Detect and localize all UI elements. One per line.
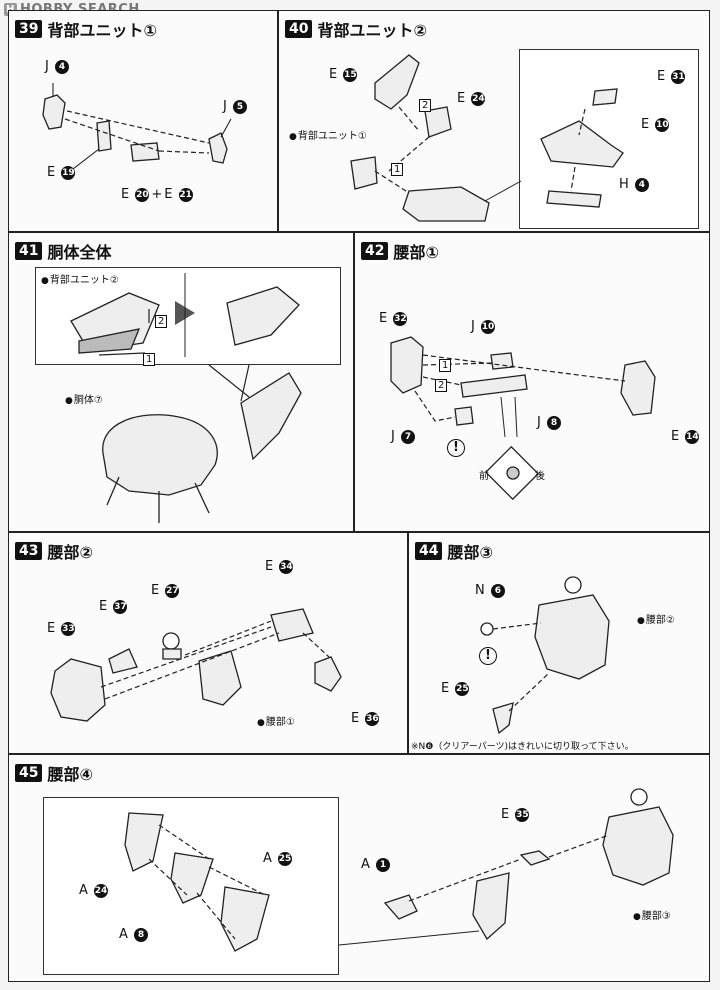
- order-marker-2: 2: [419, 93, 432, 112]
- step-41-header: 41 胴体全体: [15, 239, 112, 263]
- step-title: 腰部④: [47, 765, 94, 784]
- caution-icon: !: [447, 439, 465, 457]
- step-number: 42: [361, 242, 389, 260]
- step-title: 背部ユニット②: [317, 21, 428, 40]
- step-39-header: 39 背部ユニット①: [15, 17, 157, 41]
- step-number: 45: [15, 764, 43, 782]
- part-label-e31: E 31: [657, 69, 686, 84]
- step-39-diagram: [42, 83, 232, 170]
- step-41-panel: 41 胴体全体 背部ユニット② 2 1 胴体⑦: [8, 232, 354, 532]
- part-label-j8: J 8: [537, 415, 561, 430]
- part-label-j4: J 4: [45, 59, 69, 74]
- ref-waist-1: 腰部①: [257, 713, 295, 728]
- part-label-e15: E 15: [329, 67, 358, 82]
- front-label: 前: [479, 471, 489, 482]
- caution-icon: !: [479, 647, 497, 665]
- step-title: 背部ユニット①: [47, 21, 158, 40]
- clear-parts-note: ※N❻（クリアーパーツ)はきれいに切り取って下さい。: [411, 742, 634, 752]
- step-44-header: 44 腰部③: [415, 539, 493, 563]
- step-40-panel: 40 背部ユニット② E 15 E 24 背部ユニット① 2 1 E 31 E …: [278, 10, 710, 232]
- part-label-e25: E 25: [441, 681, 470, 696]
- step-40-diagram: [350, 54, 624, 222]
- step-45-header: 45 腰部④: [15, 761, 93, 785]
- step-41-diagram: [70, 273, 302, 523]
- order-marker-1: 1: [391, 157, 404, 176]
- step-number: 44: [415, 542, 443, 560]
- order-marker-1: 1: [143, 347, 156, 366]
- part-label-e24: E 24: [457, 91, 486, 106]
- part-label-j5: J 5: [223, 99, 247, 114]
- step-title: 腰部②: [47, 543, 94, 562]
- step-43-panel: 43 腰部② E 37 E 27 E 34 E 33 E 36 腰部①: [8, 532, 408, 754]
- ref-waist-3: 腰部③: [633, 907, 671, 922]
- part-label-e37: E 37: [99, 599, 128, 614]
- part-label-e20-e21: E 20+E 21: [121, 187, 193, 202]
- ref-back-unit-1: 背部ユニット①: [289, 127, 367, 142]
- part-label-e19: E 19: [47, 165, 76, 180]
- part-label-e35: E 35: [501, 807, 530, 822]
- part-label-a8: A 8: [119, 927, 149, 942]
- ref-back-unit-2: 背部ユニット②: [41, 271, 119, 286]
- step-44-diagram: [480, 576, 610, 735]
- step-44-panel: 44 腰部③ N 6 E 25 ! 腰部② ※N❻（クリアーパーツ)はきれいに切…: [408, 532, 710, 754]
- step-number: 39: [15, 20, 43, 38]
- step-45-panel: 45 腰部④ A 24 A 25 A 8 A 1 E 35 腰部③: [8, 754, 710, 982]
- order-marker-1: 1: [439, 353, 452, 372]
- step-title: 腰部③: [447, 543, 494, 562]
- part-label-a25: A 25: [263, 851, 293, 866]
- order-marker-2: 2: [155, 309, 168, 328]
- step-43-header: 43 腰部②: [15, 539, 93, 563]
- part-label-e14: E 14: [671, 429, 700, 444]
- step-45-diagram: [124, 788, 674, 952]
- part-label-e10: E 10: [641, 117, 670, 132]
- step-43-diagram: [50, 608, 342, 722]
- part-label-j7: J 7: [391, 429, 415, 444]
- step-number: 41: [15, 242, 43, 260]
- part-label-e36: E 36: [351, 711, 380, 726]
- step-40-header: 40 背部ユニット②: [285, 17, 427, 41]
- part-label-a24: A 24: [79, 883, 109, 898]
- part-label-e34: E 34: [265, 559, 294, 574]
- part-label-a1: A 1: [361, 857, 391, 872]
- part-label-j10: J 10: [471, 319, 495, 334]
- part-label-e27: E 27: [151, 583, 180, 598]
- step-42-header: 42 腰部①: [361, 239, 439, 263]
- part-label-e33: E 33: [47, 621, 76, 636]
- step-number: 43: [15, 542, 43, 560]
- part-label-n6: N 6: [475, 583, 505, 598]
- ref-waist-2: 腰部②: [637, 611, 675, 626]
- back-label: 後: [535, 471, 545, 482]
- step-number: 40: [285, 20, 313, 38]
- step-42-diagram: [390, 336, 656, 501]
- step-39-panel: 39 背部ユニット① J 4 J 5 E 19 E 20+E 21: [8, 10, 278, 232]
- part-label-h4: H 4: [619, 177, 649, 192]
- ref-torso-7: 胴体⑦: [65, 391, 103, 406]
- step-title: 腰部①: [393, 243, 440, 262]
- order-marker-2: 2: [435, 373, 448, 392]
- part-label-e32: E 32: [379, 311, 408, 326]
- step-title: 胴体全体: [47, 243, 112, 262]
- step-42-panel: 42 腰部① E 32 J 10 J 7 J 8 E 14 1 2 ! 前 後: [354, 232, 710, 532]
